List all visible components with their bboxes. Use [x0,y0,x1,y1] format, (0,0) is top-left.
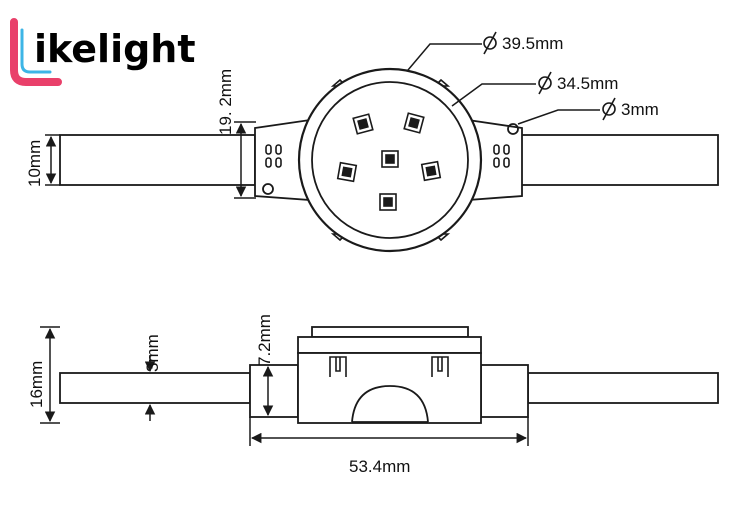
diameter-symbol [602,97,616,121]
side-right-cable [527,372,719,404]
hole-diameter-leader [517,109,600,125]
left-cable [59,134,256,186]
side-lens-dome [351,385,429,423]
led-chip [352,113,374,135]
led-chip [403,112,425,134]
right-cable [519,134,719,186]
total-height-dimension [40,326,60,424]
led-chip [379,193,397,211]
top-view [45,43,719,253]
right-bracket-slots [493,144,510,168]
leader-lines [407,43,600,125]
inner-diameter-leader [451,83,536,107]
side-left-cable [59,372,251,404]
logo-mark-accent [20,28,52,74]
body-length-label: 53.4mm [349,457,410,476]
left-bracket-slots [265,144,282,168]
body-height-side-label: 7.2mm [255,314,274,366]
cable-thickness-label: 3mm [143,334,162,372]
side-left-block [249,364,299,418]
diameter-symbol [538,71,552,95]
brand-logo: ikelight [10,18,196,86]
led-array [336,112,442,211]
diameter-symbols [483,31,616,121]
diameter-symbol [483,31,497,55]
body-length-dimension [249,417,529,446]
hole-diameter-label: 3mm [621,100,659,119]
right-mounting-hole [507,123,519,135]
cable-width-dimension [45,134,60,186]
body-height-label: 19. 2mm [216,69,235,135]
side-right-block [480,364,529,418]
outer-diameter-leader [407,43,482,71]
side-clips [329,356,449,377]
logo-mark [10,18,62,86]
inner-diameter-label: 34.5mm [557,74,618,93]
total-height-label: 16mm [27,361,46,408]
cable-width-label: 10mm [25,140,44,187]
side-view [40,326,719,446]
side-top-cap [311,326,469,338]
left-mounting-hole [262,183,274,195]
logo-text: ikelight [34,27,196,71]
outer-diameter-label: 39.5mm [502,34,563,53]
led-chip [336,161,358,183]
body-height-dimension [234,121,256,199]
led-chip [420,160,442,182]
led-chip [381,150,399,168]
side-body-top [297,336,482,354]
